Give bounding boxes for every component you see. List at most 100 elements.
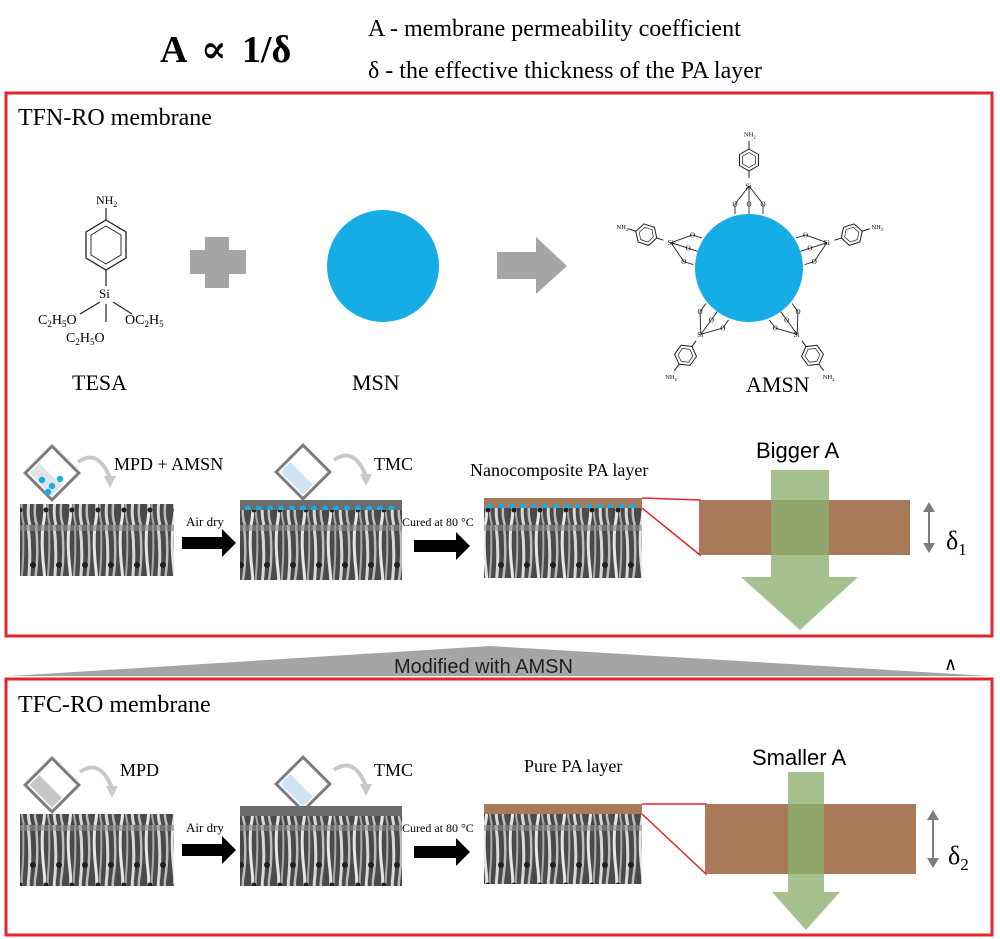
- amsn-nh2: NH2: [744, 132, 756, 140]
- tfn-step1-label: MPD + AMSN: [114, 454, 223, 474]
- amsn-silicon: Si: [794, 331, 800, 339]
- beaker-icon: [23, 444, 81, 502]
- pa-layer: [484, 804, 642, 814]
- tesa-benzene-ring: [85, 219, 127, 271]
- amsn-nh2: NH2: [665, 374, 677, 382]
- cure-arrow-icon: [414, 838, 470, 866]
- flux-arrow-icon: [772, 772, 840, 930]
- formula-a: A: [160, 29, 188, 71]
- tfn-step2: TMC: [240, 443, 413, 580]
- amsn-silicon: Si: [823, 239, 829, 247]
- pour-arrow-icon: [76, 455, 112, 479]
- benzene-ring-icon: [739, 148, 759, 172]
- tesa-nh2: NH2: [96, 193, 117, 209]
- amsn-nh2: NH2: [617, 224, 629, 232]
- beaker-icon: [274, 755, 332, 813]
- definition-a: A - membrane permeability coefficient: [368, 16, 741, 42]
- air-dry-arrow-icon: [182, 836, 236, 864]
- sem-image: [484, 814, 642, 884]
- tfn-step3: Nanocomposite PA layer: [470, 460, 648, 578]
- amsn-oxygen: O: [733, 201, 738, 209]
- tesa-label: TESA: [72, 370, 127, 395]
- amsn-nh2: NH2: [871, 224, 883, 232]
- tfc-step2-label: TMC: [374, 760, 413, 780]
- pour-arrow-icon: [332, 453, 368, 477]
- tesa-molecule: NH2 Si C2H5O OC2H5 C2H5O TESA: [38, 193, 164, 395]
- amsn-oxygen: O: [747, 201, 752, 209]
- zoom-callout: [641, 497, 701, 557]
- transition-label: Modified with AMSN: [394, 656, 573, 678]
- tfn-title: TFN-RO membrane: [18, 105, 212, 131]
- formula-inv: 1/δ: [242, 29, 291, 71]
- tfc-thickness-label: δ2: [948, 841, 969, 874]
- plus-icon: [190, 237, 246, 288]
- msn-label: MSN: [352, 370, 400, 395]
- tfc-panel: TFC-RO membrane MPD Air dry TMC C: [4, 677, 994, 937]
- reaction-arrow-icon: [497, 237, 567, 294]
- amsn-oxygen: O: [681, 258, 686, 266]
- tfn-arrow2-label: Cured at 80 °C: [402, 515, 474, 529]
- amsn-oxygen: O: [784, 316, 789, 324]
- sem-image: [240, 510, 402, 580]
- thickness-marker-icon: [923, 502, 935, 553]
- tfc-step3: Pure PA layer: [484, 756, 642, 884]
- msn: MSN: [327, 210, 439, 395]
- amsn-oxygen: O: [686, 245, 691, 253]
- tfn-zoom: Bigger A δ1: [700, 438, 967, 630]
- amsn-silicon: Si: [746, 183, 752, 191]
- tfn-step3-label: Nanocomposite PA layer: [470, 460, 648, 480]
- thickness-marker-icon: [927, 810, 939, 868]
- amsn-oxygen: O: [812, 258, 817, 266]
- transition-caret: ∧: [944, 654, 957, 674]
- transition-band: [10, 646, 990, 676]
- air-dry-arrow-icon: [182, 529, 236, 557]
- definition-delta: δ - the effective thickness of the PA la…: [368, 58, 762, 84]
- tfn-frame: [4, 91, 994, 638]
- benzene-ring-icon: [840, 223, 863, 246]
- tfc-zoom: Smaller A δ2: [706, 745, 969, 930]
- tesa-oc2h5-right: OC2H5: [125, 313, 164, 329]
- tfc-step1: MPD: [20, 756, 174, 886]
- beaker-icon: [274, 443, 332, 501]
- tfc-step2: TMC: [240, 755, 413, 886]
- amsn-oxygen: O: [761, 201, 766, 209]
- amsn-oxygen: O: [773, 325, 778, 333]
- amsn-oxygen: O: [690, 231, 695, 239]
- amsn-silicon: Si: [697, 331, 703, 339]
- amsn-oxygen: O: [803, 231, 808, 239]
- flux-arrow-icon: [741, 470, 858, 630]
- header: A ∝ 1/δ A - membrane permeability coeffi…: [160, 16, 762, 84]
- tfc-arrow2-label: Cured at 80 °C: [402, 821, 474, 835]
- transition: Modified with AMSN ∧: [10, 646, 990, 678]
- cure-arrow-icon: [414, 532, 470, 560]
- amsn-arm: O O O Si NH2: [733, 132, 766, 214]
- amsn-nh2: NH2: [823, 374, 835, 382]
- beaker-icon: [23, 756, 81, 814]
- amsn-oxygen: O: [720, 325, 725, 333]
- zoom-callout: [641, 803, 707, 876]
- tfc-arrow1-label: Air dry: [186, 820, 224, 835]
- sem-image: [20, 504, 174, 576]
- tfn-panel: TFN-RO membrane NH2 Si C2H5O OC2H5 C2H5O…: [4, 91, 994, 638]
- pa-layer: [484, 498, 642, 508]
- amsn-label: AMSN: [746, 372, 810, 397]
- pour-arrow-icon: [332, 763, 368, 787]
- amsn-sphere: [695, 214, 803, 322]
- tesa-c2h5o-left: C2H5O: [38, 313, 77, 329]
- sem-image: [20, 814, 174, 886]
- tfn-arrow1-label: Air dry: [186, 514, 224, 529]
- formula-prop: ∝: [201, 29, 227, 71]
- tfc-step3-label: Pure PA layer: [524, 756, 622, 776]
- tesa-c2h5o-bottom: C2H5O: [66, 331, 105, 347]
- tfc-title: TFC-RO membrane: [18, 692, 211, 718]
- tfc-flux-label: Smaller A: [752, 745, 846, 770]
- benzene-ring-icon: [800, 344, 824, 366]
- pour-arrow-icon: [78, 765, 114, 789]
- amsn-oxygen: O: [709, 316, 714, 324]
- formula: A ∝ 1/δ: [160, 29, 291, 71]
